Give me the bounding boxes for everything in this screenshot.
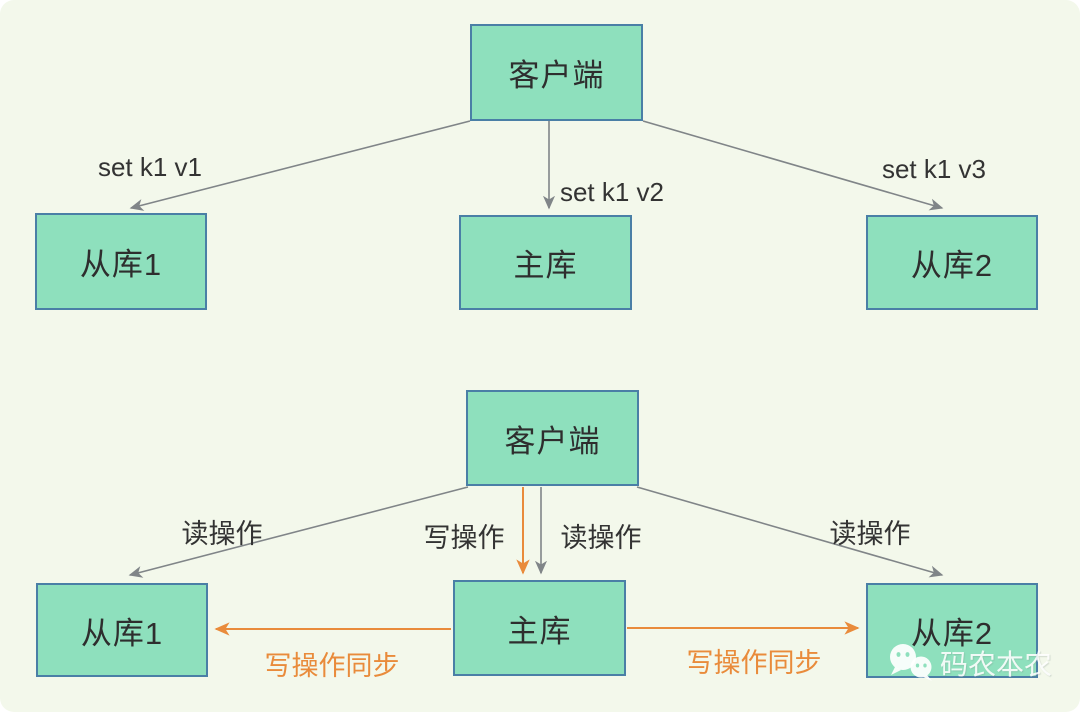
d1-edge-label-set-k1-v1: set k1 v1 — [97, 152, 203, 182]
watermark: 码农本农 — [888, 643, 1052, 683]
d2-edge-label-read-middle: 读操作 — [560, 523, 642, 553]
d2-edge-label-read-left: 读操作 — [181, 519, 263, 549]
d2-edge-label-write-middle: 写操作 — [423, 523, 505, 553]
d1-slave2-node: 从库2 — [866, 215, 1038, 310]
d2-client-label: 客户端 — [504, 423, 601, 459]
d1-master-node: 主库 — [459, 215, 632, 310]
d2-edge-label-sync-right: 写操作同步 — [686, 648, 822, 678]
d2-master-node: 主库 — [453, 580, 626, 676]
d2-edge-label-sync-left: 写操作同步 — [264, 651, 400, 681]
wechat-icon — [888, 644, 936, 682]
d1-slave1-label: 从库1 — [79, 247, 163, 282]
d2-master-label: 主库 — [507, 613, 572, 649]
d1-slave2-label: 从库2 — [910, 248, 994, 283]
d1-client-label: 客户端 — [508, 58, 605, 93]
watermark-text: 码农本农 — [940, 649, 1053, 680]
d2-slave1-label: 从库1 — [80, 615, 164, 651]
d1-edge-label-set-k1-v3: set k1 v3 — [881, 154, 987, 184]
d1-slave1-node: 从库1 — [35, 213, 207, 310]
d2-client-node: 客户端 — [466, 390, 639, 486]
d2-edge-label-read-right: 读操作 — [829, 519, 911, 549]
d2-slave1-node: 从库1 — [36, 583, 208, 677]
d1-master-label: 主库 — [513, 248, 578, 283]
d2-slave2-label: 从库2 — [910, 616, 994, 651]
d1-client-node: 客户端 — [470, 24, 643, 121]
d1-edge-label-set-k1-v2: set k1 v2 — [559, 177, 665, 207]
